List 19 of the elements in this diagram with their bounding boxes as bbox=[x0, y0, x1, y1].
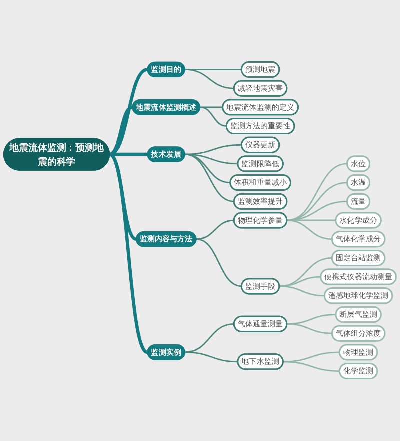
connector bbox=[185, 69, 234, 90]
connector bbox=[108, 153, 149, 354]
connector bbox=[283, 361, 340, 372]
connector bbox=[185, 323, 234, 354]
connector bbox=[279, 286, 325, 297]
connector bbox=[279, 276, 321, 288]
connector bbox=[286, 220, 332, 240]
connector bbox=[286, 323, 332, 334]
connector bbox=[196, 238, 242, 288]
connector bbox=[279, 258, 332, 288]
connector bbox=[109, 68, 148, 156]
connector bbox=[286, 200, 348, 222]
connector bbox=[200, 106, 223, 108]
connector bbox=[185, 154, 234, 202]
connector bbox=[286, 182, 348, 222]
connector bbox=[185, 352, 238, 363]
connector bbox=[196, 220, 234, 240]
connector bbox=[200, 106, 227, 127]
connector bbox=[286, 163, 348, 222]
